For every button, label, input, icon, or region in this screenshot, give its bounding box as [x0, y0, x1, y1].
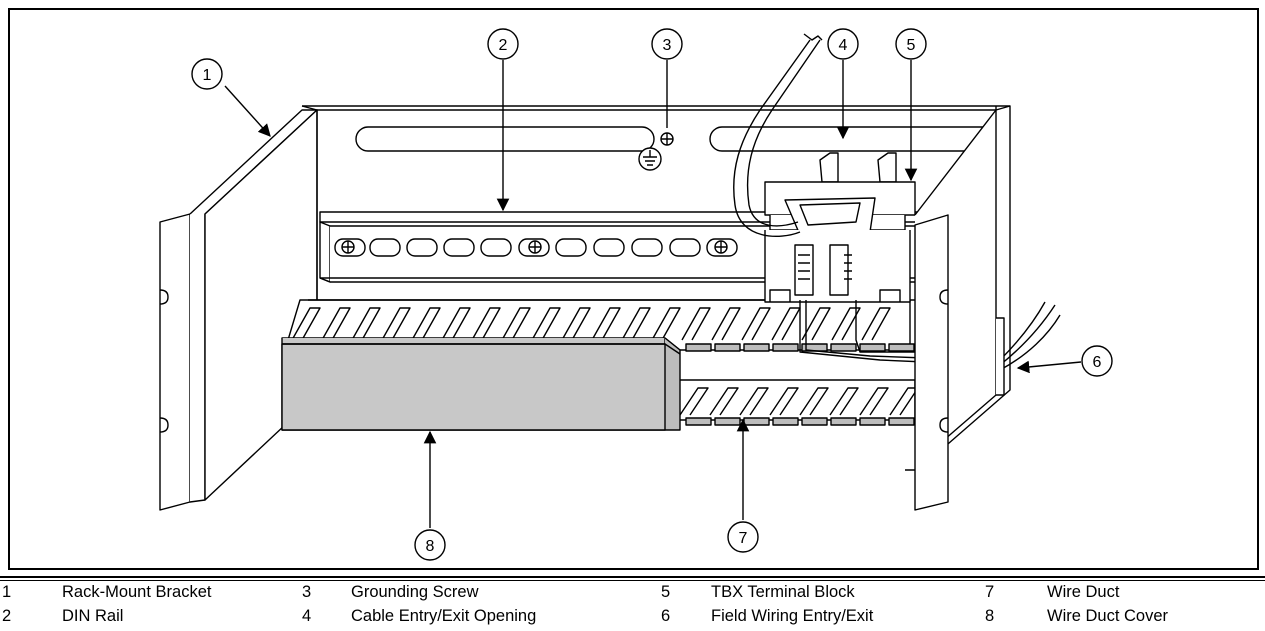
callout-7 — [727, 418, 759, 553]
legend-label-6: Field Wiring Entry/Exit — [711, 607, 874, 625]
duct-tab — [859, 417, 886, 426]
duct-finger — [889, 387, 919, 416]
legend-label-8: Wire Duct Cover — [1047, 607, 1169, 625]
legend-number-8: 8 — [985, 607, 995, 625]
legend-label-4: Cable Entry/Exit Opening — [351, 607, 537, 625]
duct-finger — [561, 307, 591, 341]
duct-tab — [888, 417, 915, 426]
duct-finger — [769, 387, 799, 416]
callout-8 — [414, 430, 446, 561]
tbx-terminal-block — [764, 152, 916, 303]
upper-duct-tabs — [685, 343, 915, 352]
duct-tab — [859, 343, 886, 352]
right-rack-mount-bracket — [905, 105, 1011, 511]
callout-3 — [651, 28, 683, 128]
legend-top-rule-2 — [0, 579, 1265, 581]
callout-6-number: 6 — [1093, 354, 1102, 371]
callout-6 — [1016, 345, 1113, 377]
callout-1-number: 1 — [203, 67, 212, 84]
duct-finger — [321, 307, 351, 341]
duct-finger — [741, 307, 771, 341]
duct-tab — [772, 417, 799, 426]
wire-duct-cover — [281, 337, 681, 431]
duct-finger — [531, 307, 561, 341]
duct-tab — [714, 417, 741, 426]
callout-2 — [487, 28, 519, 212]
duct-tab — [743, 417, 770, 426]
wire-duct — [674, 379, 919, 426]
legend-number-3: 3 — [302, 583, 312, 601]
duct-finger — [471, 307, 501, 341]
duct-finger — [799, 387, 829, 416]
duct-finger — [829, 387, 859, 416]
legend-label-1: Rack-Mount Bracket — [62, 583, 212, 601]
duct-tab — [714, 343, 741, 352]
back-panel — [301, 105, 1010, 395]
legend-number-7: 7 — [985, 583, 995, 601]
duct-finger — [651, 307, 681, 341]
duct-finger — [831, 307, 861, 341]
legend-label-2: DIN Rail — [62, 607, 124, 625]
lower-duct-fingers — [679, 387, 919, 416]
legend-number-5: 5 — [661, 583, 671, 601]
callout-7-number: 7 — [739, 530, 748, 547]
duct-finger — [679, 387, 709, 416]
callout-4 — [827, 28, 859, 140]
callout-2-number: 2 — [499, 37, 508, 54]
duct-finger — [739, 387, 769, 416]
duct-tab — [743, 343, 770, 352]
legend: 1 Rack-Mount Bracket 2 DIN Rail 3 Ground… — [0, 576, 1265, 631]
duct-finger — [711, 307, 741, 341]
duct-tab — [685, 343, 712, 352]
duct-finger — [381, 307, 411, 341]
callout-5 — [895, 28, 927, 182]
callout-1 — [191, 58, 271, 137]
duct-finger — [501, 307, 531, 341]
legend-number-1: 1 — [2, 583, 12, 601]
legend-top-rule — [0, 576, 1265, 578]
left-rack-mount-bracket — [159, 109, 318, 511]
duct-tab — [801, 417, 828, 426]
legend-label-3: Grounding Screw — [351, 583, 479, 601]
duct-finger — [411, 307, 441, 341]
legend-label-5: TBX Terminal Block — [711, 583, 855, 601]
grounding-screw — [638, 132, 674, 171]
din-rail-slots — [334, 238, 738, 257]
legend-number-6: 6 — [661, 607, 671, 625]
duct-finger — [859, 387, 889, 416]
duct-finger — [861, 307, 891, 341]
callout-4-number: 4 — [839, 37, 848, 54]
duct-finger — [441, 307, 471, 341]
callout-8-number: 8 — [426, 538, 435, 555]
cable — [733, 33, 823, 238]
legend-number-2: 2 — [2, 607, 12, 625]
duct-finger — [591, 307, 621, 341]
duct-finger — [771, 307, 801, 341]
duct-finger — [681, 307, 711, 341]
duct-finger — [709, 387, 739, 416]
duct-tab — [685, 417, 712, 426]
duct-tab — [772, 343, 799, 352]
upper-duct-fingers — [291, 307, 891, 341]
field-wires — [799, 300, 1061, 371]
callout-3-number: 3 — [663, 37, 672, 54]
legend-number-4: 4 — [302, 607, 312, 625]
duct-tab — [888, 343, 915, 352]
rack-mount-diagram: 1 2 3 4 5 6 7 8 — [159, 28, 1113, 561]
duct-finger — [351, 307, 381, 341]
duct-finger — [801, 307, 831, 341]
duct-tab — [830, 417, 857, 426]
duct-tab — [830, 343, 857, 352]
duct-finger — [621, 307, 651, 341]
lower-duct-tabs — [685, 417, 915, 426]
legend-label-7: Wire Duct — [1047, 583, 1120, 601]
duct-finger — [291, 307, 321, 341]
callout-5-number: 5 — [907, 37, 916, 54]
